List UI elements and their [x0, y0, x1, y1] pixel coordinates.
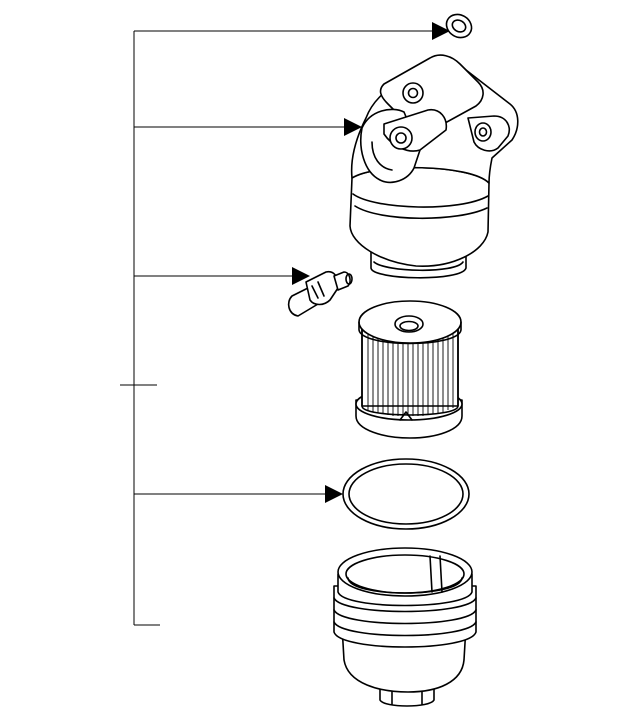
callout-arrow-gasket [134, 485, 343, 503]
o-ring-gasket-icon [342, 458, 470, 530]
pressure-sensor-icon [287, 270, 353, 317]
oil-filter-housing-icon [349, 54, 519, 279]
small-o-ring-icon [445, 13, 473, 39]
leader-bracket [120, 31, 160, 626]
cartridge-filter-element-icon [355, 300, 463, 439]
filter-pleats [367, 330, 454, 416]
callout-arrow-sensor [134, 267, 310, 285]
callout-arrow-housing [134, 118, 362, 136]
callout-arrow-o-ring [134, 22, 450, 40]
threaded-filter-cap-icon [333, 547, 477, 707]
